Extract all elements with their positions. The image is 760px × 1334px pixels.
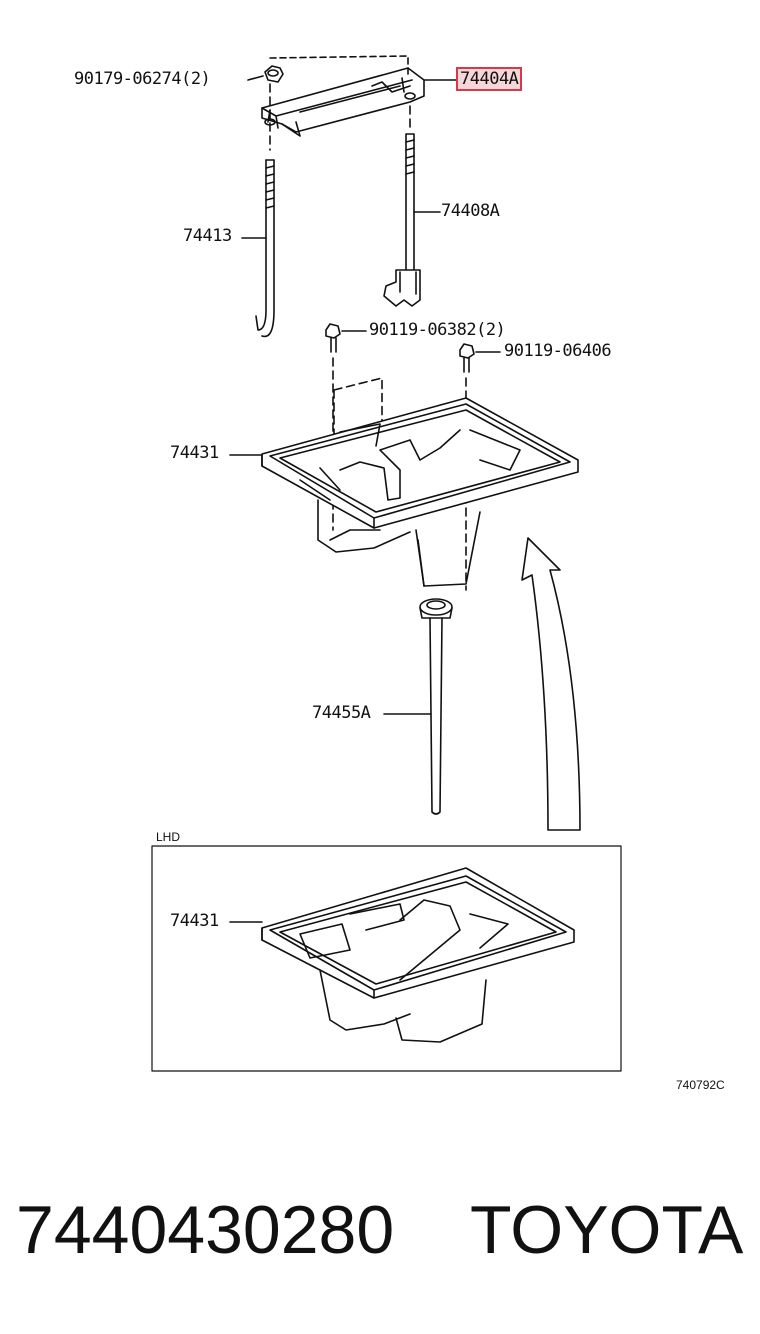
figure-code: 740792C	[676, 1078, 725, 1092]
battery-tray-lhd-drawing	[230, 868, 574, 1042]
battery-tray-drawing	[230, 398, 578, 586]
hold-down-rod-left-drawing	[242, 160, 274, 336]
label-tube: 74455A	[312, 703, 371, 723]
lhd-inset-frame	[152, 846, 621, 1071]
label-bolt-b: 90119-06406	[504, 341, 612, 361]
label-tray-lhd: 74431	[170, 911, 219, 931]
brand-name: TOYOTA	[470, 1192, 744, 1268]
label-rod-right: 74408A	[441, 201, 500, 221]
label-bolt-a: 90119-06382(2)	[369, 320, 506, 340]
inset-label-lhd: LHD	[156, 830, 181, 844]
battery-clamp-drawing	[262, 56, 424, 136]
label-clamp-highlighted: 74404A	[456, 67, 523, 91]
label-nut: 90179-06274(2)	[74, 69, 211, 89]
label-tray: 74431	[170, 443, 219, 463]
part-number: 7440430280	[16, 1192, 395, 1268]
nut-drawing	[248, 66, 283, 150]
direction-arrow	[522, 538, 580, 830]
hold-down-rod-right-drawing	[384, 106, 440, 306]
label-rod-left: 74413	[183, 226, 232, 246]
drain-tube-drawing	[384, 599, 452, 814]
